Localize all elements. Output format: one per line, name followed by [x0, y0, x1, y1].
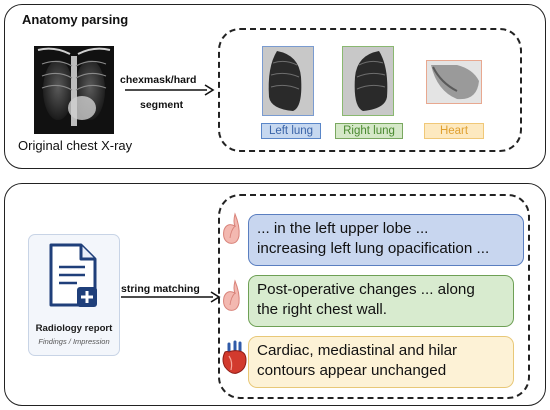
tag-left-lung: Left lung: [261, 123, 321, 139]
heart-icon: [222, 340, 247, 374]
sentence-text-line: the right chest wall.: [257, 301, 387, 318]
report-subtitle: Findings / Impression: [38, 337, 110, 346]
sentence-text-line: Cardiac, mediastinal and hilar: [257, 342, 458, 359]
segment-arrow: [125, 84, 215, 96]
document-icon: [49, 243, 97, 307]
tag-right-lung: Right lung: [335, 123, 403, 139]
arrow-label-segment-2: segment: [140, 99, 184, 111]
original-xray-caption: Original chest X-ray: [18, 138, 133, 153]
matched-sentences-group: [218, 194, 530, 399]
lung-icon: [223, 279, 240, 311]
sentence-text-line: Post-operative changes ... along: [257, 281, 475, 298]
panel-title: Anatomy parsing: [22, 12, 129, 27]
heart-image: [426, 60, 482, 104]
string-matching-label: string matching: [121, 283, 200, 295]
arrow-label-segment-1: chexmask/hard: [120, 74, 197, 86]
report-title: Radiology report: [35, 323, 113, 334]
tag-heart: Heart: [424, 123, 484, 139]
right-lung-image: [342, 46, 394, 116]
segmented-parts-group: [218, 28, 522, 152]
string-matching-arrow: [121, 291, 221, 303]
original-xray-image: [34, 46, 114, 134]
sentence-text-line: increasing left lung opacification ...: [257, 240, 490, 257]
lung-icon: [223, 212, 240, 244]
sentence-text-line: contours appear unchanged: [257, 362, 447, 379]
sentence-text-line: ... in the left upper lobe ...: [257, 220, 429, 237]
sentence-box-right-lung: Post-operative changes ... along the rig…: [248, 275, 514, 327]
left-lung-image: [262, 46, 314, 116]
radiology-report-card: Radiology report Findings / Impression: [28, 234, 120, 356]
sentence-box-heart: Cardiac, mediastinal and hilar contours …: [248, 336, 514, 388]
sentence-box-left-lung: ... in the left upper lobe ... increasin…: [248, 214, 524, 266]
